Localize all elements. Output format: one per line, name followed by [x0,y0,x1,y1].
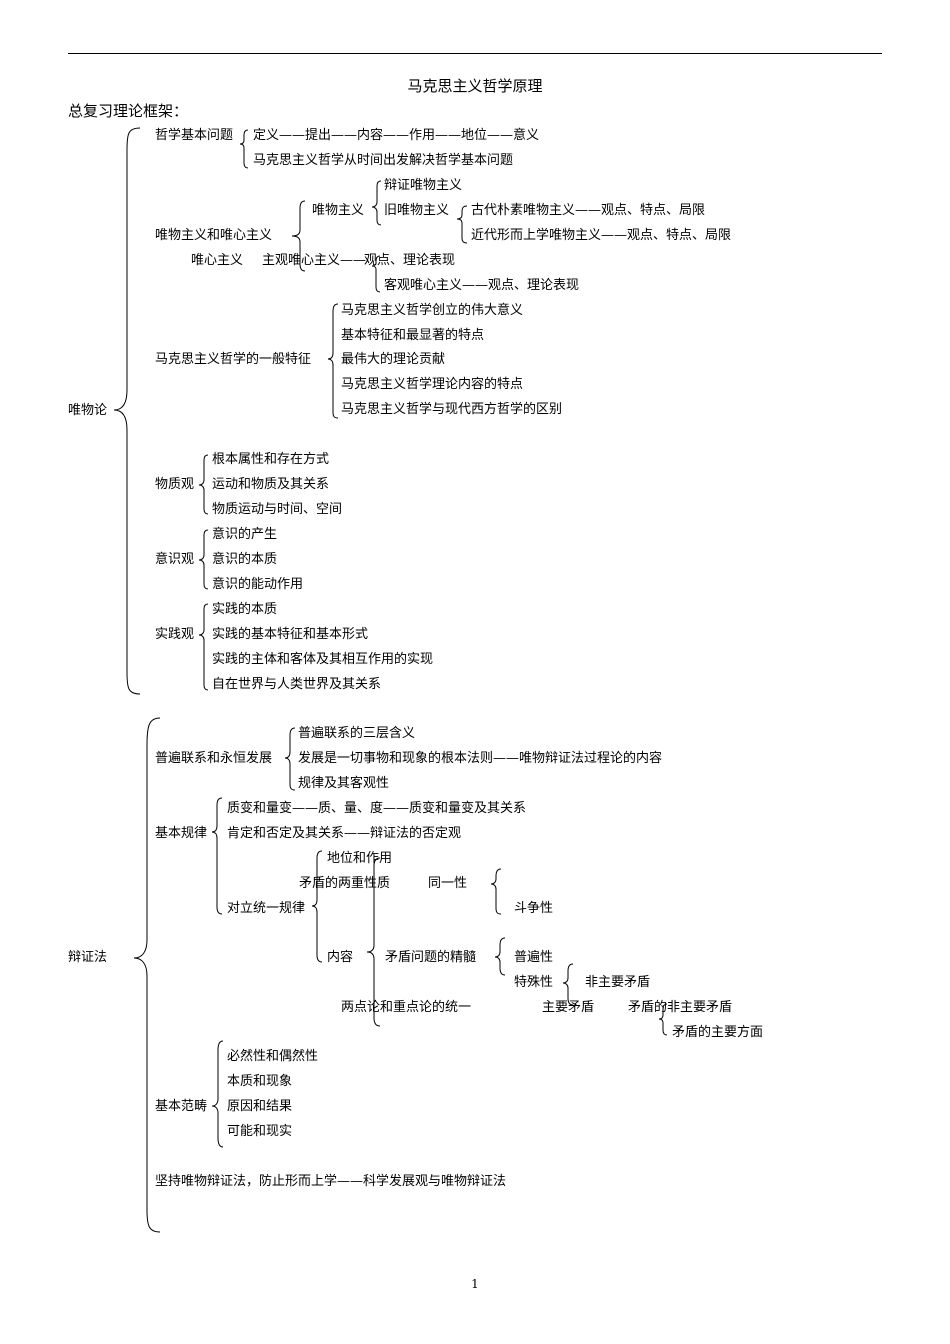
status-role: 地位和作用 [327,851,393,866]
unity-law: 对立统一规律 [227,901,306,916]
mf-item: 马克思主义哲学与现代西方哲学的区别 [341,402,563,417]
uphold-dialectics: 坚持唯物辩证法，防止形而上学——科学发展观与唯物辩证法 [155,1174,507,1189]
cons-item: 意识的本质 [212,552,278,567]
bq-item: 马克思主义哲学从时间出发解决哲学基本问题 [253,153,514,168]
mf-item: 马克思主义哲学理论内容的特点 [341,377,524,392]
consciousness-view: 意识观 [155,552,195,567]
brace [371,255,381,293]
brace [198,454,209,515]
brace [311,850,323,963]
brace [113,127,141,695]
brace [211,1040,224,1148]
matter-item: 运动和物质及其关系 [212,477,330,492]
brace [198,603,209,691]
mat-vs-ideal: 唯物主义和唯心主义 [155,228,273,243]
mf-item: 基本特征和最显著的特点 [341,328,485,343]
brace [327,303,339,419]
brace [371,180,382,226]
subjective-idealism: 主观唯心主义—— [262,253,367,268]
idealism-label: 唯心主义 [191,253,244,268]
law-item: 质变和量变——质、量、度——质变和量变及其关系 [227,801,527,816]
universal-item: 普遍联系的三层含义 [298,726,416,741]
header-rule [68,53,882,54]
brace [494,937,506,976]
brace [456,205,468,244]
subjective-idealism-tail: 观点、理论表现 [364,253,456,268]
dialectics-label: 辩证法 [68,950,108,965]
materialism-sub-label: 唯物主义 [312,203,365,218]
doc-subtitle: 总复习理论框架： [68,102,189,120]
cons-item: 意识的产生 [212,527,278,542]
mf-item: 最伟大的理论贡献 [341,352,446,367]
brace [284,727,296,791]
particularity: 特殊性 [514,975,554,990]
non-principal-contradiction: 非主要矛盾 [585,975,651,990]
ancient-materialism: 古代朴素唯物主义——观点、特点、局限 [471,203,706,218]
identity: 同一性 [428,876,468,891]
brace [291,200,306,272]
brace [133,717,161,1233]
category-item: 本质和现象 [227,1074,293,1089]
law-item: 肯定和否定及其关系——辩证法的否定观 [227,826,462,841]
essence: 矛盾问题的精髓 [385,950,477,965]
practice-item: 自在世界与人类世界及其关系 [212,677,382,692]
practice-view: 实践观 [155,627,195,642]
materialism-label: 唯物论 [68,403,108,418]
category-item: 必然性和偶然性 [227,1049,319,1064]
basic-laws: 基本规律 [155,826,208,841]
universal-item: 规律及其客观性 [298,776,390,791]
bq-item: 定义——提出——内容——作用——地位——意义 [253,128,540,143]
brace [490,868,502,915]
category-item: 原因和结果 [227,1099,293,1114]
brace [562,963,574,1006]
old-materialism: 旧唯物主义 [384,203,450,218]
non-principal-aspect: 矛盾的非主要矛盾 [628,1000,733,1015]
matter-view: 物质观 [155,477,195,492]
principal-aspect: 矛盾的主要方面 [672,1025,764,1040]
brace [198,529,209,590]
objective-idealism: 客观唯心主义——观点、理论表现 [384,278,580,293]
brace [658,1003,668,1036]
universal-connection: 普遍联系和永恒发展 [155,751,273,766]
matter-item: 物质运动与时间、空间 [212,502,343,517]
universality: 普遍性 [514,950,554,965]
universal-item: 发展是一切事物和现象的根本法则——唯物辩证法过程论的内容 [298,751,663,766]
category-item: 可能和现实 [227,1124,293,1139]
matter-item: 根本属性和存在方式 [212,452,330,467]
brace [239,129,249,169]
marx-features: 马克思主义哲学的一般特征 [155,352,312,367]
practice-item: 实践的本质 [212,602,278,617]
basic-question: 哲学基本问题 [155,128,234,143]
dual-nature: 矛盾的两重性质 [299,876,391,891]
doc-title: 马克思主义哲学原理 [407,77,543,95]
basic-categories: 基本范畴 [155,1099,208,1114]
cons-item: 意识的能动作用 [212,577,304,592]
content-label: 内容 [327,950,354,965]
brace [211,797,223,915]
struggle: 斗争性 [514,901,554,916]
brace [366,857,381,1027]
practice-item: 实践的基本特征和基本形式 [212,627,369,642]
dialectical-materialism: 辩证唯物主义 [384,178,463,193]
principal-contradiction: 主要矛盾 [542,1000,595,1015]
page-number: 1 [471,1277,479,1291]
mf-item: 马克思主义哲学创立的伟大意义 [341,303,524,318]
practice-item: 实践的主体和客体及其相互作用的实现 [212,652,434,667]
modern-metaphysical: 近代形而上学唯物主义——观点、特点、局限 [471,228,732,243]
